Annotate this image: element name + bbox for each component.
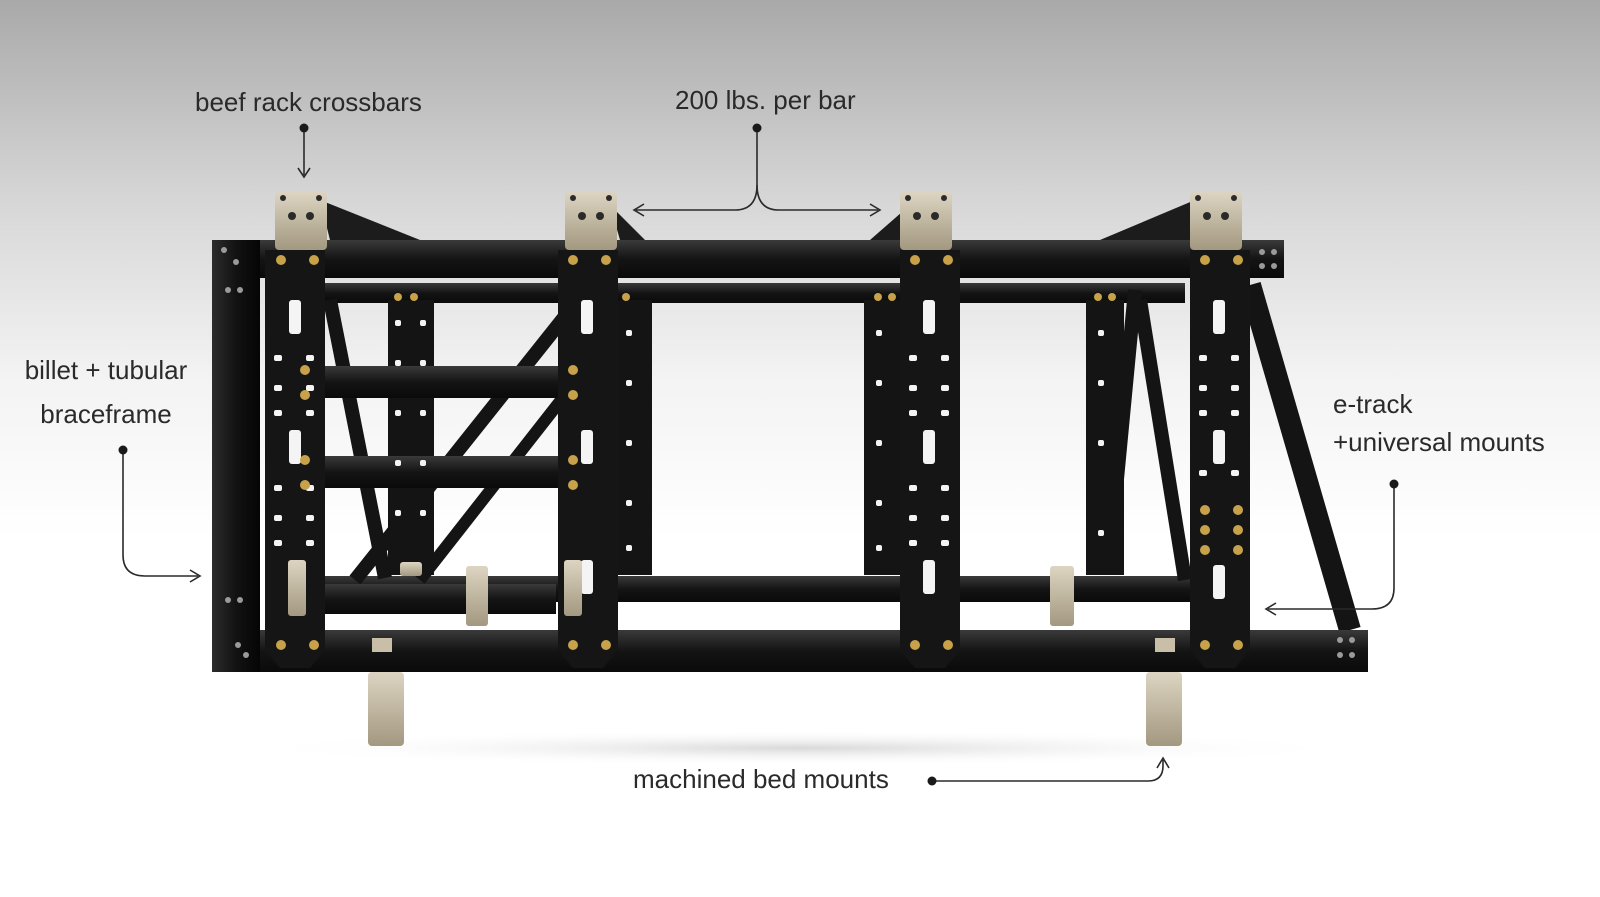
braceframe-label-line1: billet + tubular: [16, 356, 196, 386]
etrack-label: e-track +universal mounts: [1333, 390, 1545, 458]
load-rating-label: 200 lbs. per bar: [675, 86, 856, 116]
braceframe-label: billet + tubular braceframe: [16, 356, 196, 430]
rear-etrack-posts: [388, 300, 1124, 575]
braceframe-label-line2: braceframe: [16, 400, 196, 430]
crossbars-label: beef rack crossbars: [195, 88, 422, 118]
braceframe-arrow: [123, 450, 200, 582]
front-top-rail: [212, 240, 1284, 278]
left-end-post: [212, 240, 260, 672]
bed-mounts-label: machined bed mounts: [633, 765, 889, 795]
etrack-label-line1: e-track: [1333, 390, 1545, 420]
load-arrow: [634, 128, 880, 216]
floor-shadow: [240, 730, 1360, 766]
crossbars-arrow: [298, 128, 310, 177]
upper-slant-braces: [320, 200, 1195, 240]
etrack-label-line2: +universal mounts: [1333, 428, 1545, 458]
